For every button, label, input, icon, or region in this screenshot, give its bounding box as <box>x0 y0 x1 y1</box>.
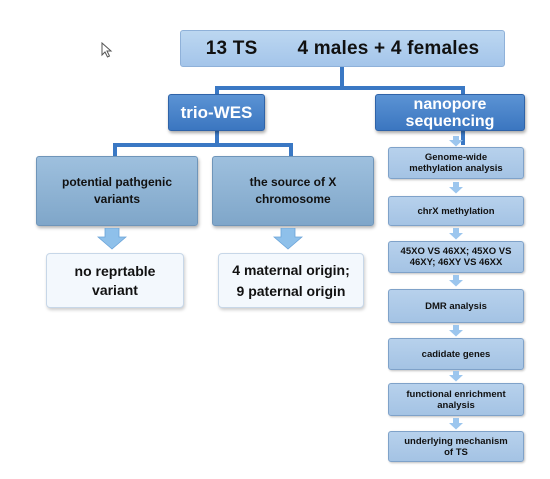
trio-wes-label: trio-WES <box>180 102 253 122</box>
sample-sexes: 4 males + 4 females <box>297 37 480 59</box>
down-arrow-icon <box>449 136 463 147</box>
down-arrow-icon <box>449 325 463 337</box>
step-3-line2: 46XY; 46XY VS 46XX <box>409 257 503 268</box>
pathogenic-variants-box: potential pathgenic variants <box>36 156 198 226</box>
connector-trunk <box>340 67 344 89</box>
step-5-line1: cadidate genes <box>421 348 491 360</box>
x-origin-line1: 4 maternal origin; <box>232 261 350 278</box>
step-2-line1: chrX methylation <box>417 205 495 217</box>
step-karyotype-comparisons: 45XO VS 46XX; 45XO VS 46XY; 46XY VS 46XX <box>388 241 524 273</box>
step-3-line1: 45XO VS 46XX; 45XO VS <box>400 246 512 257</box>
step-4-line1: DMR analysis <box>425 300 487 312</box>
no-variant-result: no reprtable variant <box>46 253 184 308</box>
step-dmr-analysis: DMR analysis <box>388 289 524 323</box>
step-underlying-mechanism: underlying mechanism of TS <box>388 431 524 462</box>
connector-to-pathogenic <box>113 143 117 156</box>
x-origin-result: 4 maternal origin; 9 paternal origin <box>218 253 364 308</box>
step-genome-wide-methylation: Genome-wide methylation analysis <box>388 147 524 179</box>
step-6-line1: functional enrichment <box>406 388 506 400</box>
step-7-line2: of TS <box>444 446 468 458</box>
down-arrow-icon <box>449 182 463 194</box>
connector-to-nanopore <box>461 86 465 95</box>
no-variant-line1: no reprtable <box>74 262 156 279</box>
x-source-line2: chromosome <box>255 192 331 206</box>
step-1-line2: methylation analysis <box>409 163 503 174</box>
mouse-pointer-icon <box>101 42 113 58</box>
x-source-box: the source of X chromosome <box>212 156 374 226</box>
down-arrow-icon <box>449 275 463 287</box>
connector-top-horizontal <box>215 86 465 90</box>
down-arrow-icon <box>449 228 463 240</box>
connector-wes-trunk <box>215 131 219 145</box>
no-variant-line2: variant <box>92 281 138 298</box>
connector-nanopore-down <box>461 131 465 145</box>
step-candidate-genes: cadidate genes <box>388 338 524 370</box>
step-functional-enrichment: functional enrichment analysis <box>388 383 524 416</box>
title-box: 13 TS 4 males + 4 females <box>180 30 505 67</box>
down-arrow-icon <box>273 228 303 250</box>
nanopore-box: nanopore sequencing <box>375 94 525 131</box>
down-arrow-icon <box>449 371 463 382</box>
x-source-line1: the source of X <box>249 175 337 189</box>
pathogenic-line1: potential pathgenic <box>61 175 172 189</box>
x-origin-line2: 9 paternal origin <box>236 282 346 299</box>
connector-wes-horizontal <box>113 143 293 147</box>
step-6-line2: analysis <box>437 399 475 411</box>
trio-wes-box: trio-WES <box>168 94 265 131</box>
connector-to-trio-wes <box>215 86 219 95</box>
pathogenic-line2: variants <box>93 192 141 206</box>
down-arrow-icon <box>449 418 463 430</box>
step-chrx-methylation: chrX methylation <box>388 196 524 226</box>
step-1-line1: Genome-wide <box>424 152 488 163</box>
connector-to-source <box>289 143 293 156</box>
step-7-line1: underlying mechanism <box>404 435 508 447</box>
nanopore-label-line2: sequencing <box>405 112 495 130</box>
nanopore-label-line1: nanopore <box>413 95 487 113</box>
sample-count: 13 TS <box>205 37 258 59</box>
down-arrow-icon <box>97 228 127 250</box>
